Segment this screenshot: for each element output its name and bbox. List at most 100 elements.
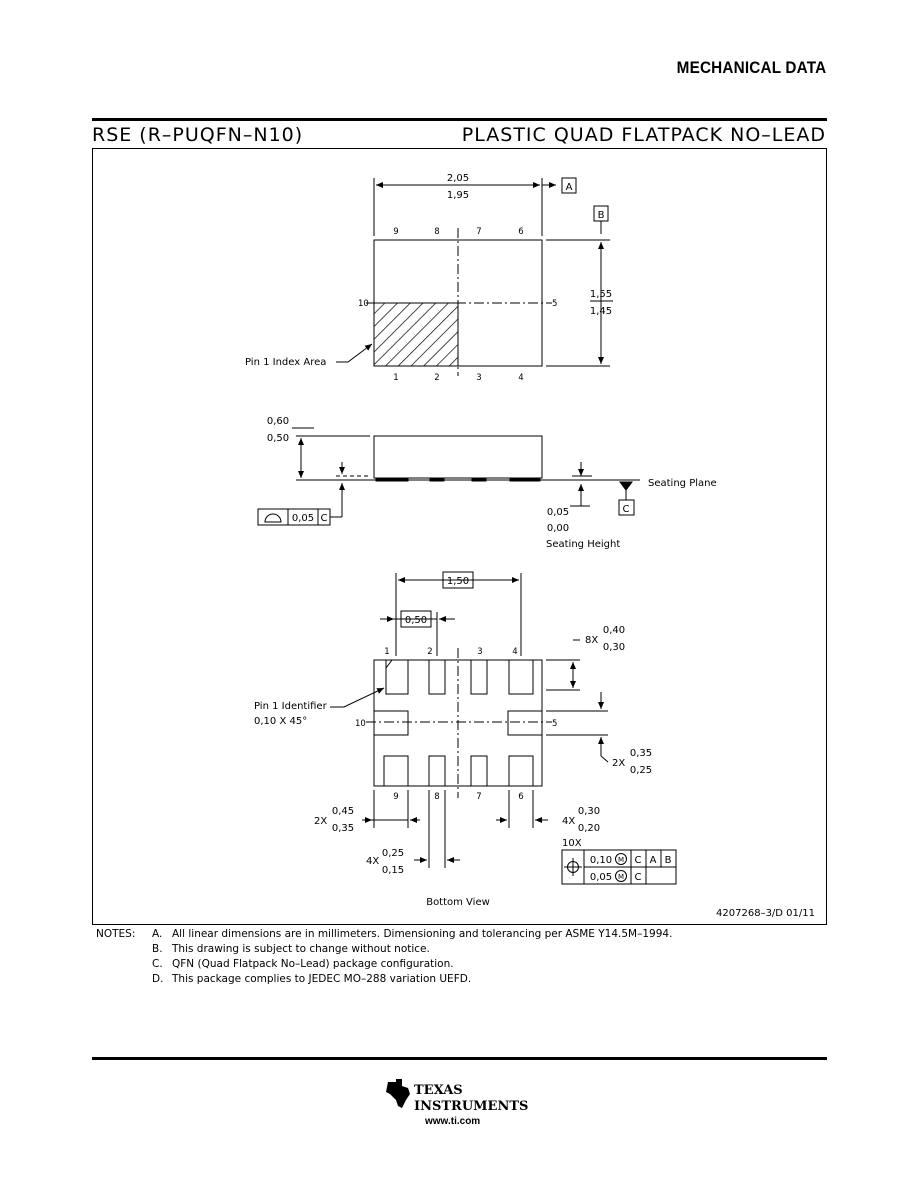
ti-logo: TEXAS INSTRUMENTS xyxy=(386,1079,528,1114)
mmc-icon-1 xyxy=(615,853,627,865)
note-letter: C. xyxy=(152,958,163,970)
bottom-pin-5: 5 xyxy=(552,719,557,729)
top-rule xyxy=(92,118,827,121)
fcf-row1-tol: 0,10 xyxy=(590,855,612,866)
bottom-view-label: Bottom View xyxy=(426,897,490,908)
texas-state-icon xyxy=(386,1079,410,1108)
datum-a-label: A xyxy=(566,182,573,193)
bottom-pin-2: 2 xyxy=(427,647,432,657)
top-view xyxy=(336,177,613,376)
corner-width-min: 0,35 xyxy=(332,823,354,834)
bottom-pin-1: 1 xyxy=(384,647,389,657)
side-lead-min: 0,25 xyxy=(630,765,652,776)
side-lead-max: 0,35 xyxy=(630,748,652,759)
brand-line-1: TEXAS xyxy=(414,1083,463,1098)
inner-width-min: 0,15 xyxy=(382,865,404,876)
standoff-max: 0,05 xyxy=(547,507,569,518)
package-code: RSE (R–PUQFN–N10) xyxy=(92,124,304,146)
footer-url[interactable]: www.ti.com xyxy=(425,1116,481,1127)
bottom-pin-4: 4 xyxy=(512,647,517,657)
pitch-span: 1,50 xyxy=(447,576,469,587)
top-pin-2: 2 xyxy=(434,373,439,383)
bottom-view-text: 1,50 0,50 8X 0,40 0,30 2X 0,35 0,25 Pin … xyxy=(254,576,815,919)
note-text: All linear dimensions are in millimeters… xyxy=(172,928,673,940)
fcf-row1-datum-a: A xyxy=(650,855,657,866)
bottom-rule xyxy=(92,1057,827,1060)
fcf-row1-datum-b: B xyxy=(665,855,672,866)
note-letter: A. xyxy=(152,928,163,940)
pitch: 0,50 xyxy=(405,615,427,626)
mmc-symbol-2: M xyxy=(618,873,624,881)
note-letter: D. xyxy=(152,973,164,985)
top-height-max: 1,55 xyxy=(590,289,612,300)
pin1-index-label: Pin 1 Index Area xyxy=(245,357,326,368)
pin1-chamfer-label: 0,10 X 45° xyxy=(254,716,307,727)
bottom-pin-10: 10 xyxy=(355,719,366,729)
side-view-body xyxy=(373,435,543,479)
side-view xyxy=(257,427,640,526)
fcf-row2-tol: 0,05 xyxy=(590,872,612,883)
top-pin-8: 8 xyxy=(434,227,439,237)
mmc-icon-2 xyxy=(615,870,627,882)
note-text: QFN (Quad Flatpack No–Lead) package conf… xyxy=(172,958,454,970)
inner-width-prefix: 4X xyxy=(366,856,379,867)
seating-plane-label: Seating Plane xyxy=(648,478,717,489)
flatness-value: 0,05 xyxy=(292,513,314,524)
datum-c-label: C xyxy=(623,504,630,515)
standoff-min: 0,00 xyxy=(547,523,569,534)
drawing-number: 4207268–3/D 01/11 xyxy=(716,908,815,919)
fcf-row1-datum-c: C xyxy=(635,855,642,866)
top-pin-4: 4 xyxy=(518,373,523,383)
datum-b-label: B xyxy=(598,210,605,221)
inner-width-max: 0,25 xyxy=(382,848,404,859)
top-pin-3: 3 xyxy=(476,373,481,383)
top-pin-6: 6 xyxy=(518,227,523,237)
right-width-max: 0,30 xyxy=(578,806,600,817)
top-width-max: 2,05 xyxy=(447,173,469,184)
brand-line-2: INSTRUMENTS xyxy=(414,1099,528,1114)
thickness-max: 0,60 xyxy=(267,416,289,427)
top-pin-1: 1 xyxy=(393,373,398,383)
lead-len-prefix: 8X xyxy=(585,635,598,646)
pin1-identifier-label: Pin 1 Identifier xyxy=(254,701,328,712)
top-pin-10: 10 xyxy=(358,299,369,309)
drawing-frame xyxy=(92,148,827,925)
bottom-pin-6: 6 xyxy=(518,792,523,802)
bottom-pin-7: 7 xyxy=(476,792,481,802)
page-header-title: MECHANICAL DATA xyxy=(676,58,826,77)
top-pin-7: 7 xyxy=(476,227,481,237)
notes-block: NOTES: A. All linear dimensions are in mil… xyxy=(96,927,672,987)
top-view-text: 2,05 1,95 A B 1,55 1,45 9 8 7 6 1 2 3 4 … xyxy=(245,173,612,383)
flatness-datum: C xyxy=(321,513,328,524)
fcf-count: 10X xyxy=(562,838,582,849)
bottom-view xyxy=(330,571,677,885)
note-text: This drawing is subject to change withou… xyxy=(172,943,430,955)
pin1-pad xyxy=(385,659,409,695)
lead-len-min: 0,30 xyxy=(603,642,625,653)
note-letter: B. xyxy=(152,943,163,955)
pin1-index-area xyxy=(373,302,459,367)
top-pin-5: 5 xyxy=(552,299,557,309)
corner-width-prefix: 2X xyxy=(314,816,327,827)
right-width-prefix: 4X xyxy=(562,816,575,827)
lead-len-max: 0,40 xyxy=(603,625,625,636)
corner-width-max: 0,45 xyxy=(332,806,354,817)
top-height-min: 1,45 xyxy=(590,306,612,317)
seating-height-label: Seating Height xyxy=(546,539,620,550)
side-lead-prefix: 2X xyxy=(612,758,625,769)
notes-label: NOTES: xyxy=(96,928,136,940)
right-width-min: 0,20 xyxy=(578,823,600,834)
note-text: This package complies to JEDEC MO–288 va… xyxy=(172,973,472,985)
top-pin-9: 9 xyxy=(393,227,398,237)
fcf-row2-datum-c: C xyxy=(635,872,642,883)
bottom-pin-8: 8 xyxy=(434,792,439,802)
flatness-icon xyxy=(264,513,282,523)
thickness-min: 0,50 xyxy=(267,433,289,444)
bottom-pin-9: 9 xyxy=(393,792,398,802)
side-view-text: 0,60 0,50 0,05 C 0,05 0,00 Seating Heigh… xyxy=(267,416,717,550)
package-description: PLASTIC QUAD FLATPACK NO–LEAD xyxy=(461,124,826,146)
top-width-min: 1,95 xyxy=(447,190,469,201)
bottom-pin-3: 3 xyxy=(477,647,482,657)
mmc-symbol-1: M xyxy=(618,856,624,864)
